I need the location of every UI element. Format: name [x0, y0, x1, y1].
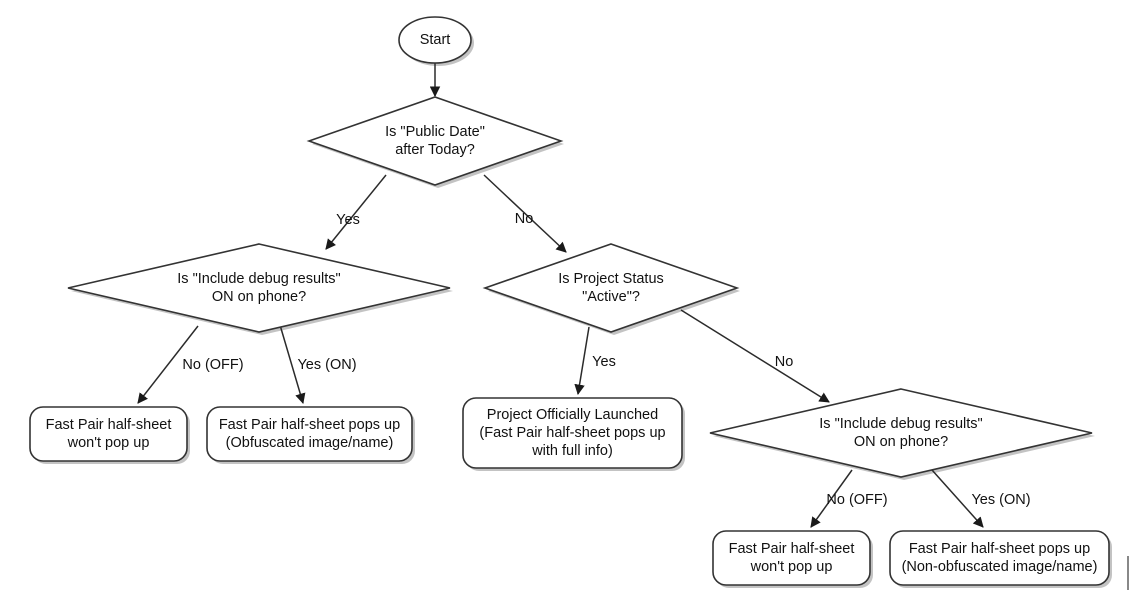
node-right-no-result[interactable]: Fast Pair half-sheet won't pop up [712, 530, 871, 586]
edge-label-left-decision-yes-on: Yes (ON) [297, 357, 356, 373]
node-debug-results-right-decision-label-line-2: ON on phone? [854, 434, 948, 450]
node-left-yes-result-label-line-2: (Obfuscated image/name) [226, 435, 394, 451]
edge-left-decision-yes-on [279, 324, 306, 405]
diamond-shape [709, 388, 1093, 478]
node-debug-results-right-decision[interactable]: Is "Include debug results" ON on phone? [709, 388, 1093, 478]
node-right-yes-result-label-line-1: Fast Pair half-sheet pops up [909, 541, 1090, 557]
node-right-no-result-label-line-1: Fast Pair half-sheet [729, 541, 855, 557]
edge-right-decision-yes-on [931, 469, 984, 528]
node-public-date-decision[interactable]: Is "Public Date" after Today? [306, 96, 564, 186]
node-right-yes-result-label-line-2: (Non-obfuscated image/name) [902, 559, 1098, 575]
node-start[interactable]: Start [398, 16, 472, 64]
node-layer: Start Is "Public Date" after Today? Is "Inc… [29, 16, 1110, 586]
edge-layer [137, 63, 984, 528]
edge-label-right-decision-no-off: No (OFF) [826, 492, 887, 508]
node-project-launched-result-label-line-3: with full info) [531, 443, 613, 459]
node-debug-results-left-decision[interactable]: Is "Include debug results" ON on phone? [67, 243, 451, 333]
node-left-yes-result-label-line-1: Fast Pair half-sheet pops up [219, 417, 400, 433]
node-project-status-decision-label-line-1: Is Project Status [558, 271, 664, 287]
node-public-date-decision-label-line-1: Is "Public Date" [385, 124, 485, 140]
edge-project-status-no [680, 309, 830, 403]
edge-label-project-status-yes: Yes [592, 354, 616, 370]
node-left-no-result[interactable]: Fast Pair half-sheet won't pop up [29, 406, 188, 462]
edge-right-decision-no-off [810, 469, 853, 528]
node-left-yes-result[interactable]: Fast Pair half-sheet pops up (Obfuscated … [206, 406, 413, 462]
diamond-shape [67, 243, 451, 333]
node-start-label-line-1: Start [420, 32, 451, 48]
ellipse-shape [398, 16, 472, 64]
rounded-rect-shape [462, 397, 683, 469]
rounded-rect-shape [206, 406, 413, 462]
node-project-status-decision[interactable]: Is Project Status "Active"? [482, 243, 740, 333]
node-right-yes-result[interactable]: Fast Pair half-sheet pops up (Non-obfusca… [889, 530, 1110, 586]
node-debug-results-right-decision-label-line-1: Is "Include debug results" [819, 416, 982, 432]
node-project-launched-result-label-line-1: Project Officially Launched [487, 407, 658, 423]
node-project-status-decision-label-line-2: "Active"? [582, 289, 640, 305]
edge-label-public-date-no: No [515, 211, 534, 227]
edge-label-right-decision-yes-on: Yes (ON) [971, 492, 1030, 508]
node-project-launched-result-label-line-2: (Fast Pair half-sheet pops up [479, 425, 665, 441]
node-left-no-result-label-line-2: won't pop up [67, 435, 150, 451]
node-public-date-decision-label-line-2: after Today? [395, 142, 475, 158]
node-debug-results-left-decision-label-line-1: Is "Include debug results" [177, 271, 340, 287]
edge-public-date-yes [325, 174, 387, 250]
rounded-rect-shape [712, 530, 871, 586]
edge-label-public-date-yes: Yes [336, 212, 360, 228]
node-project-launched-result[interactable]: Project Officially Launched (Fast Pair ha… [462, 397, 683, 469]
node-left-no-result-label-line-1: Fast Pair half-sheet [46, 417, 172, 433]
diamond-shape [306, 96, 564, 186]
edge-left-decision-no-off [137, 325, 199, 404]
node-right-no-result-label-line-2: won't pop up [750, 559, 833, 575]
rounded-rect-shape [29, 406, 188, 462]
edge-label-project-status-no: No [775, 354, 794, 370]
edge-public-date-no [483, 174, 567, 253]
edge-project-status-yes [574, 326, 590, 396]
diamond-shape [482, 243, 740, 333]
edge-label-left-decision-no-off: No (OFF) [182, 357, 243, 373]
node-debug-results-left-decision-label-line-2: ON on phone? [212, 289, 306, 305]
rounded-rect-shape [889, 530, 1110, 586]
